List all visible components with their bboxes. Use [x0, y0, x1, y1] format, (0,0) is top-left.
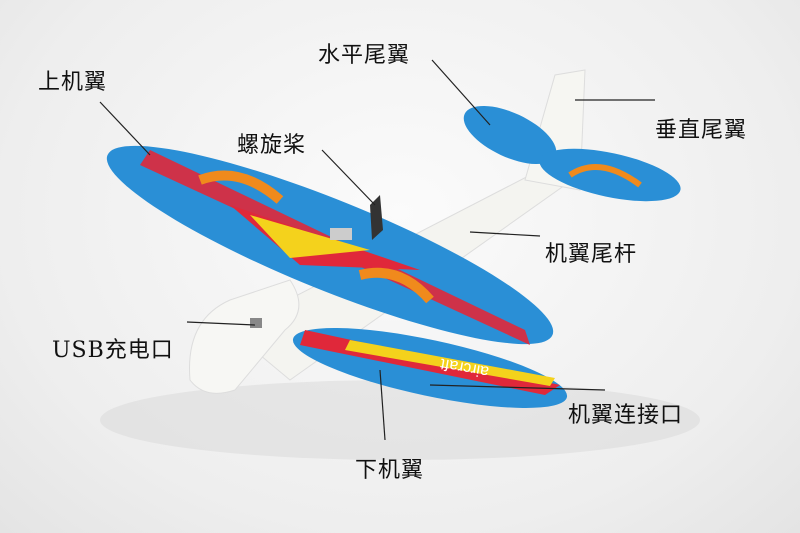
fuselage — [189, 279, 300, 394]
label-vertical-tail: 垂直尾翼 — [655, 118, 748, 143]
horizontal-tail-right — [539, 148, 681, 202]
propeller — [370, 195, 383, 240]
leader-lines — [99, 59, 655, 441]
label-tail-boom: 机翼尾杆 — [545, 242, 638, 267]
label-horizontal-tail: 水平尾翼 — [318, 43, 411, 68]
label-usb-port: USB充电口 — [52, 338, 174, 363]
horizontal-tail-left — [463, 105, 557, 165]
label-lower-wing: 下机翼 — [355, 458, 425, 483]
label-propeller: 螺旋桨 — [237, 133, 307, 158]
usb-port — [250, 318, 262, 328]
label-upper-wing: 上机翼 — [38, 70, 108, 95]
label-wing-connector: 机翼连接口 — [568, 403, 684, 428]
